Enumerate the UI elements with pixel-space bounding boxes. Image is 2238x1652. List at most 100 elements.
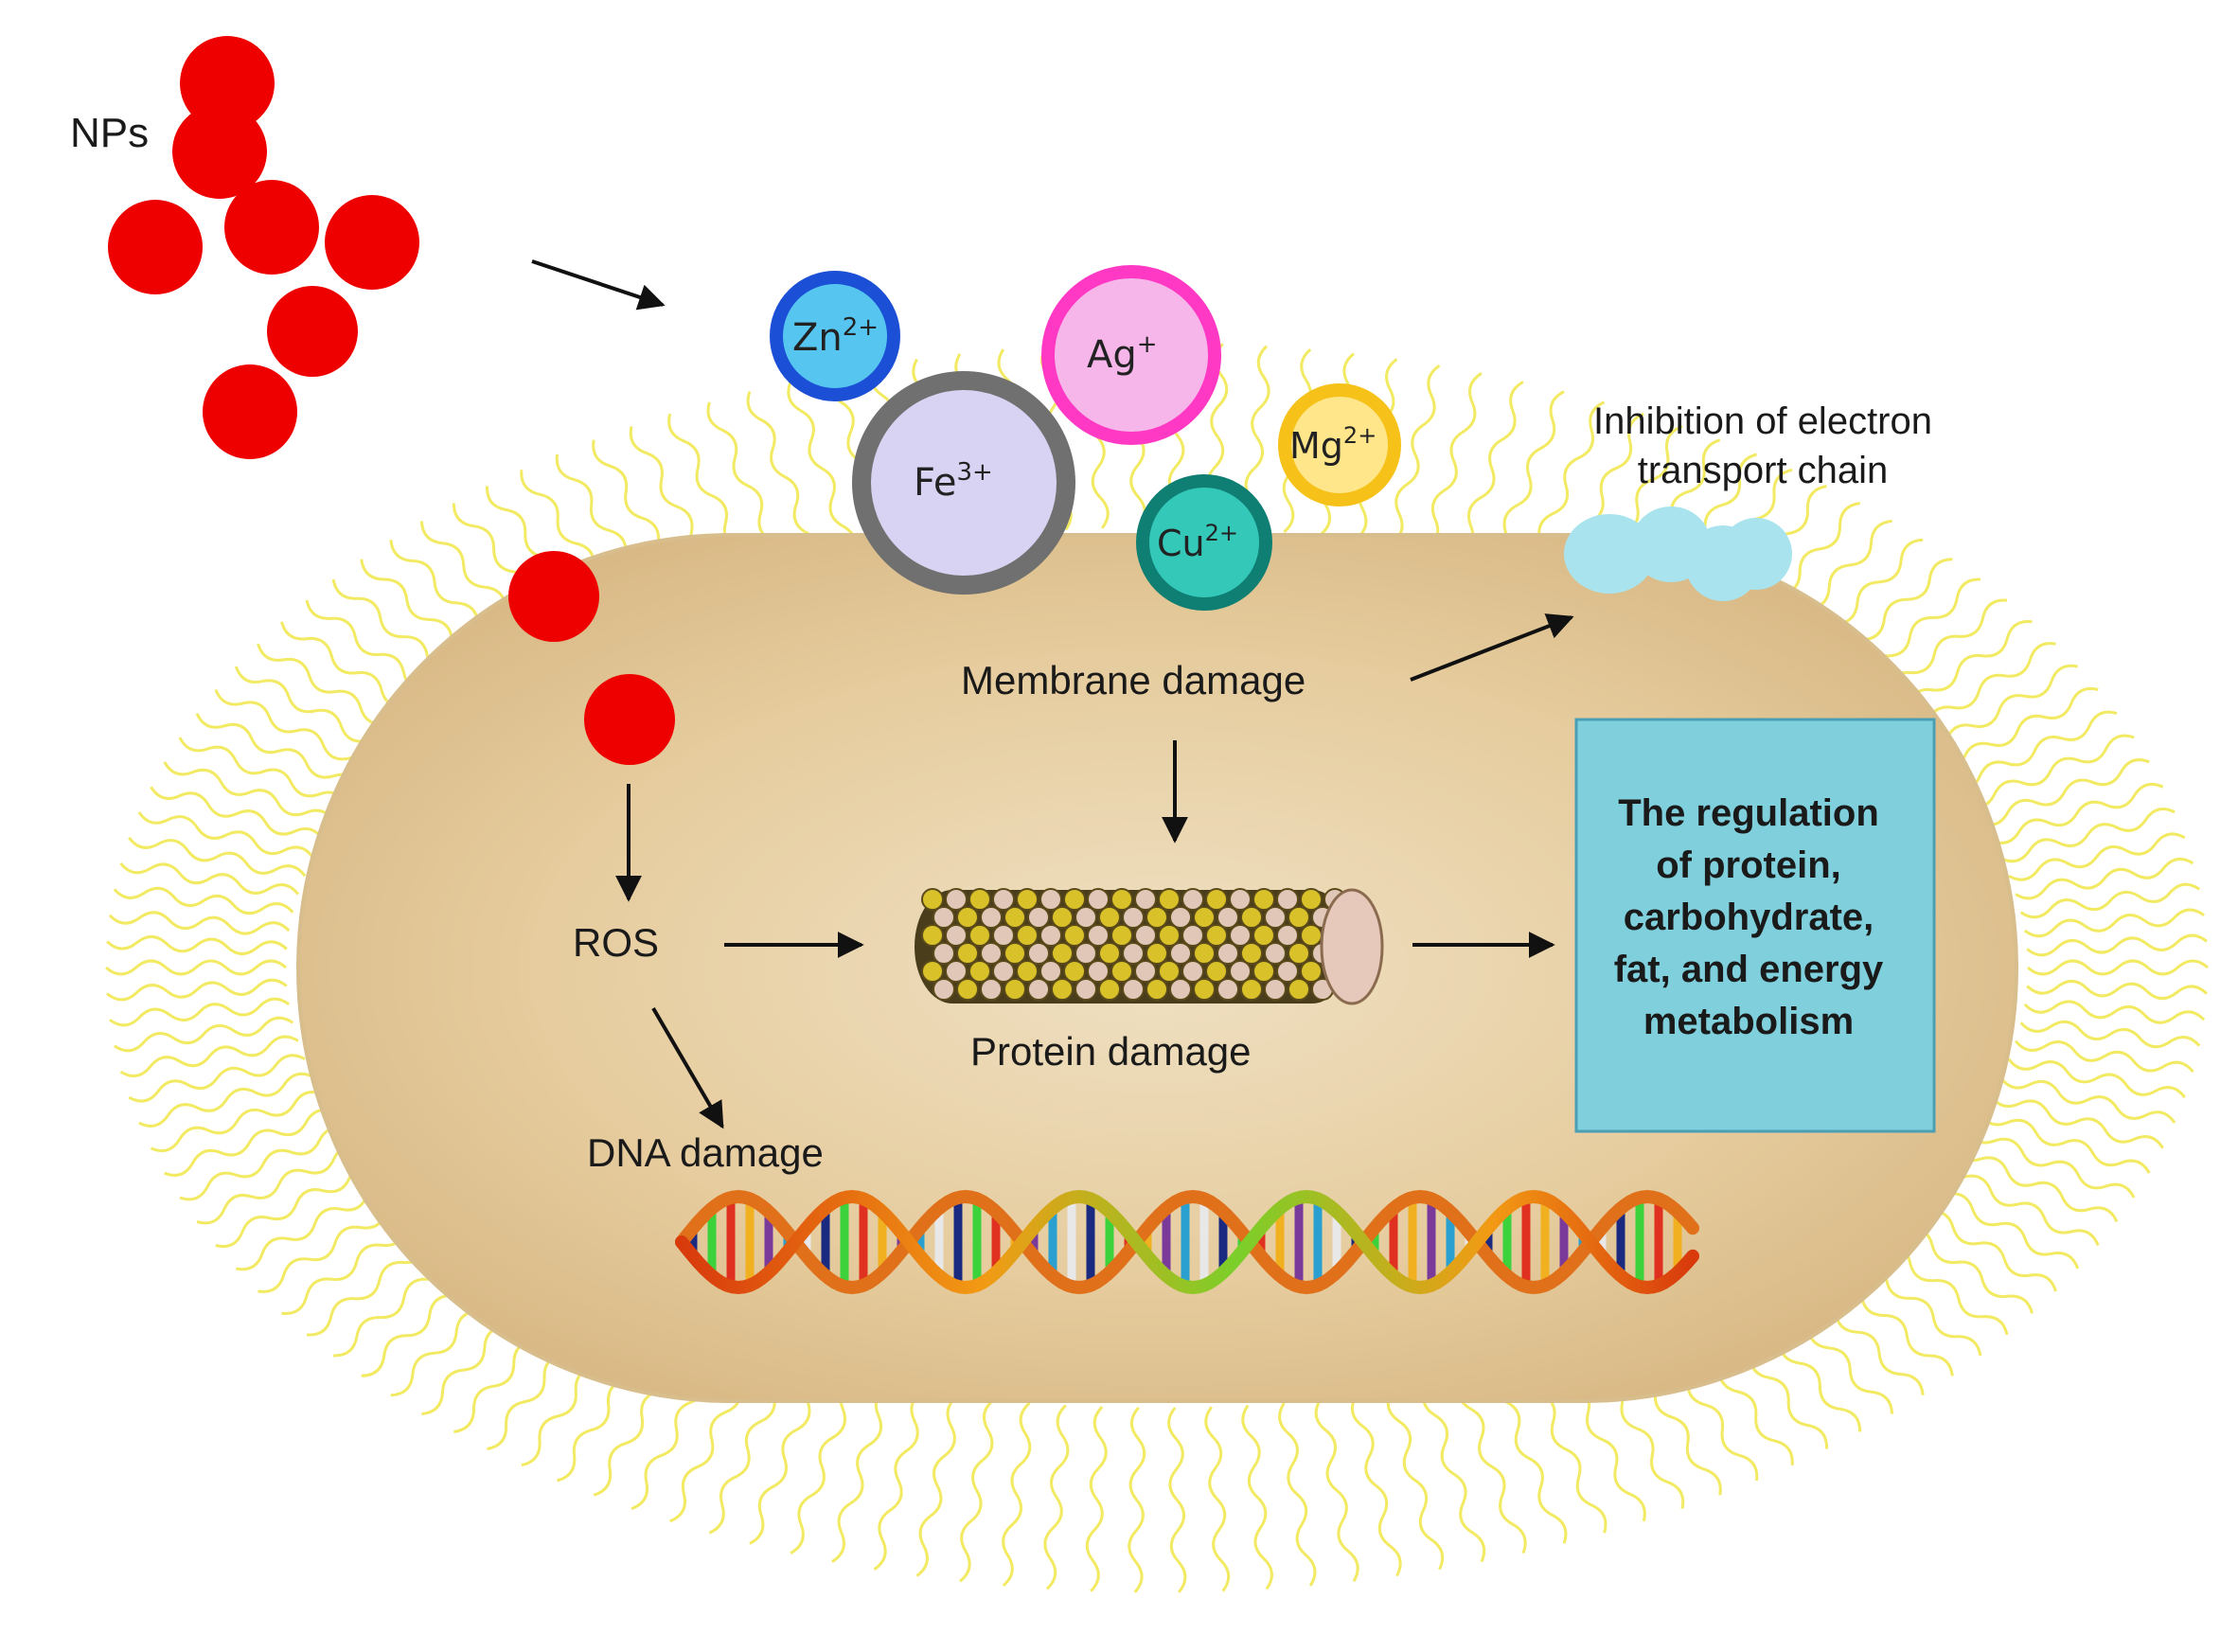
ion-fe: Fe3+ [852, 371, 1075, 595]
cell-wall-fiber [128, 836, 307, 878]
cell-wall-fiber [2023, 1000, 2206, 1024]
protein-bead [1288, 906, 1310, 929]
cell-wall-fiber [214, 688, 379, 773]
protein-bead [1098, 906, 1121, 929]
svg-text:metabolism: metabolism [1643, 1001, 1854, 1042]
svg-text:Zn2+: Zn2+ [792, 313, 879, 360]
cell-wall-fiber [790, 1378, 855, 1554]
protein-bead [1264, 906, 1287, 929]
protein-bead [945, 924, 968, 947]
protein-bead [1300, 960, 1323, 983]
protein-bead [1252, 960, 1275, 983]
protein-bead [945, 888, 968, 911]
protein-bead [1087, 888, 1110, 911]
protein-bead [980, 906, 1003, 929]
protein-bead [1240, 906, 1263, 929]
membrane-damage-label: Membrane damage [961, 658, 1306, 702]
protein-bead [1110, 924, 1133, 947]
protein-bead [1051, 978, 1074, 1001]
protein-bead [980, 942, 1003, 965]
protein-bead [968, 888, 991, 911]
protein-bead [932, 978, 955, 1001]
cell-wall-fiber [2026, 933, 2208, 957]
protein-bead [1181, 960, 1204, 983]
protein-bead [1110, 888, 1133, 911]
protein-bead [921, 924, 944, 947]
cell-wall-fiber [113, 886, 294, 915]
protein-bead [1217, 906, 1239, 929]
protein-bead [1205, 960, 1228, 983]
protein-bead [921, 888, 944, 911]
protein-bead [1240, 942, 1263, 965]
cell-wall-fiber [1002, 1401, 1032, 1588]
protein-bead [1288, 978, 1310, 1001]
protein-bead [1300, 924, 1323, 947]
protein-bead [1193, 978, 1216, 1001]
dna-strand [675, 1189, 1699, 1295]
cell-wall-fiber [137, 811, 315, 860]
protein-bead [921, 960, 944, 983]
cell-wall-fiber [1979, 758, 2150, 826]
svg-text:The regulation: The regulation [1618, 792, 1879, 834]
svg-text:Ag+: Ag+ [1087, 330, 1158, 377]
nanoparticle-inside [584, 674, 675, 765]
protein-bead [1240, 978, 1263, 1001]
cell-wall-fiber [2023, 908, 2205, 938]
cell-wall-fiber [1390, 364, 1441, 545]
cell-wall-fiber [1386, 1391, 1445, 1571]
protein-bead [1158, 888, 1181, 911]
protein-bead [1087, 924, 1110, 947]
protein-bead [1016, 924, 1039, 947]
protein-bead [992, 888, 1015, 911]
protein-bead [968, 924, 991, 947]
cell-wall-fiber [1459, 381, 1524, 557]
protein-bead [992, 924, 1015, 947]
nps-label: NPs [70, 110, 149, 156]
protein-bead [945, 960, 968, 983]
cell-wall-fiber [873, 1390, 924, 1571]
cell-wall-fiber [1043, 1404, 1070, 1590]
protein-bead [1075, 906, 1097, 929]
protein-bead [1039, 888, 1062, 911]
protein-bead [1134, 924, 1157, 947]
protein-bead [1181, 888, 1204, 911]
protein-bead [1229, 888, 1252, 911]
cell-wall-fiber [119, 1035, 299, 1078]
cell-wall-fiber [2027, 959, 2209, 976]
protein-bead [1039, 960, 1062, 983]
protein-bead [1134, 960, 1157, 983]
protein-bead [1075, 978, 1097, 1001]
cell-wall-fiber [2008, 832, 2186, 881]
protein-bead [1063, 924, 1086, 947]
cell-wall-fiber [164, 1109, 335, 1177]
protein-bead [1252, 888, 1275, 911]
protein-bead [1217, 978, 1239, 1001]
cell-wall-fiber [150, 1091, 324, 1153]
regulation-box [1574, 718, 1936, 1133]
protein-damage-label: Protein damage [970, 1029, 1252, 1074]
cell-wall-fiber [915, 1394, 959, 1577]
protein-bead [1193, 942, 1216, 965]
cell-wall-fiber [1999, 808, 2176, 863]
protein-bead [980, 978, 1003, 1001]
protein-bead [1181, 924, 1204, 947]
protein-bead [1193, 906, 1216, 929]
protein-bead [1205, 888, 1228, 911]
protein-bead [968, 960, 991, 983]
protein-bead [1169, 906, 1192, 929]
protein-bead [1300, 888, 1323, 911]
cell-wall-fiber [831, 1384, 889, 1563]
protein-bead [1122, 942, 1145, 965]
protein-bead [1252, 924, 1275, 947]
ion-cu: Cu2+ [1136, 474, 1272, 611]
protein-bead [1229, 960, 1252, 983]
protein-structure-icon [915, 888, 1384, 1005]
cell-wall-fiber [109, 997, 291, 1027]
protein-bead [1146, 942, 1168, 965]
cell-wall-fiber [150, 786, 325, 842]
cell-wall-fiber [1278, 1402, 1317, 1587]
cell-wall-fiber [108, 911, 291, 935]
cell-wall-fiber [106, 978, 288, 1002]
protein-bead [1027, 942, 1050, 965]
protein-bead [1027, 978, 1050, 1001]
